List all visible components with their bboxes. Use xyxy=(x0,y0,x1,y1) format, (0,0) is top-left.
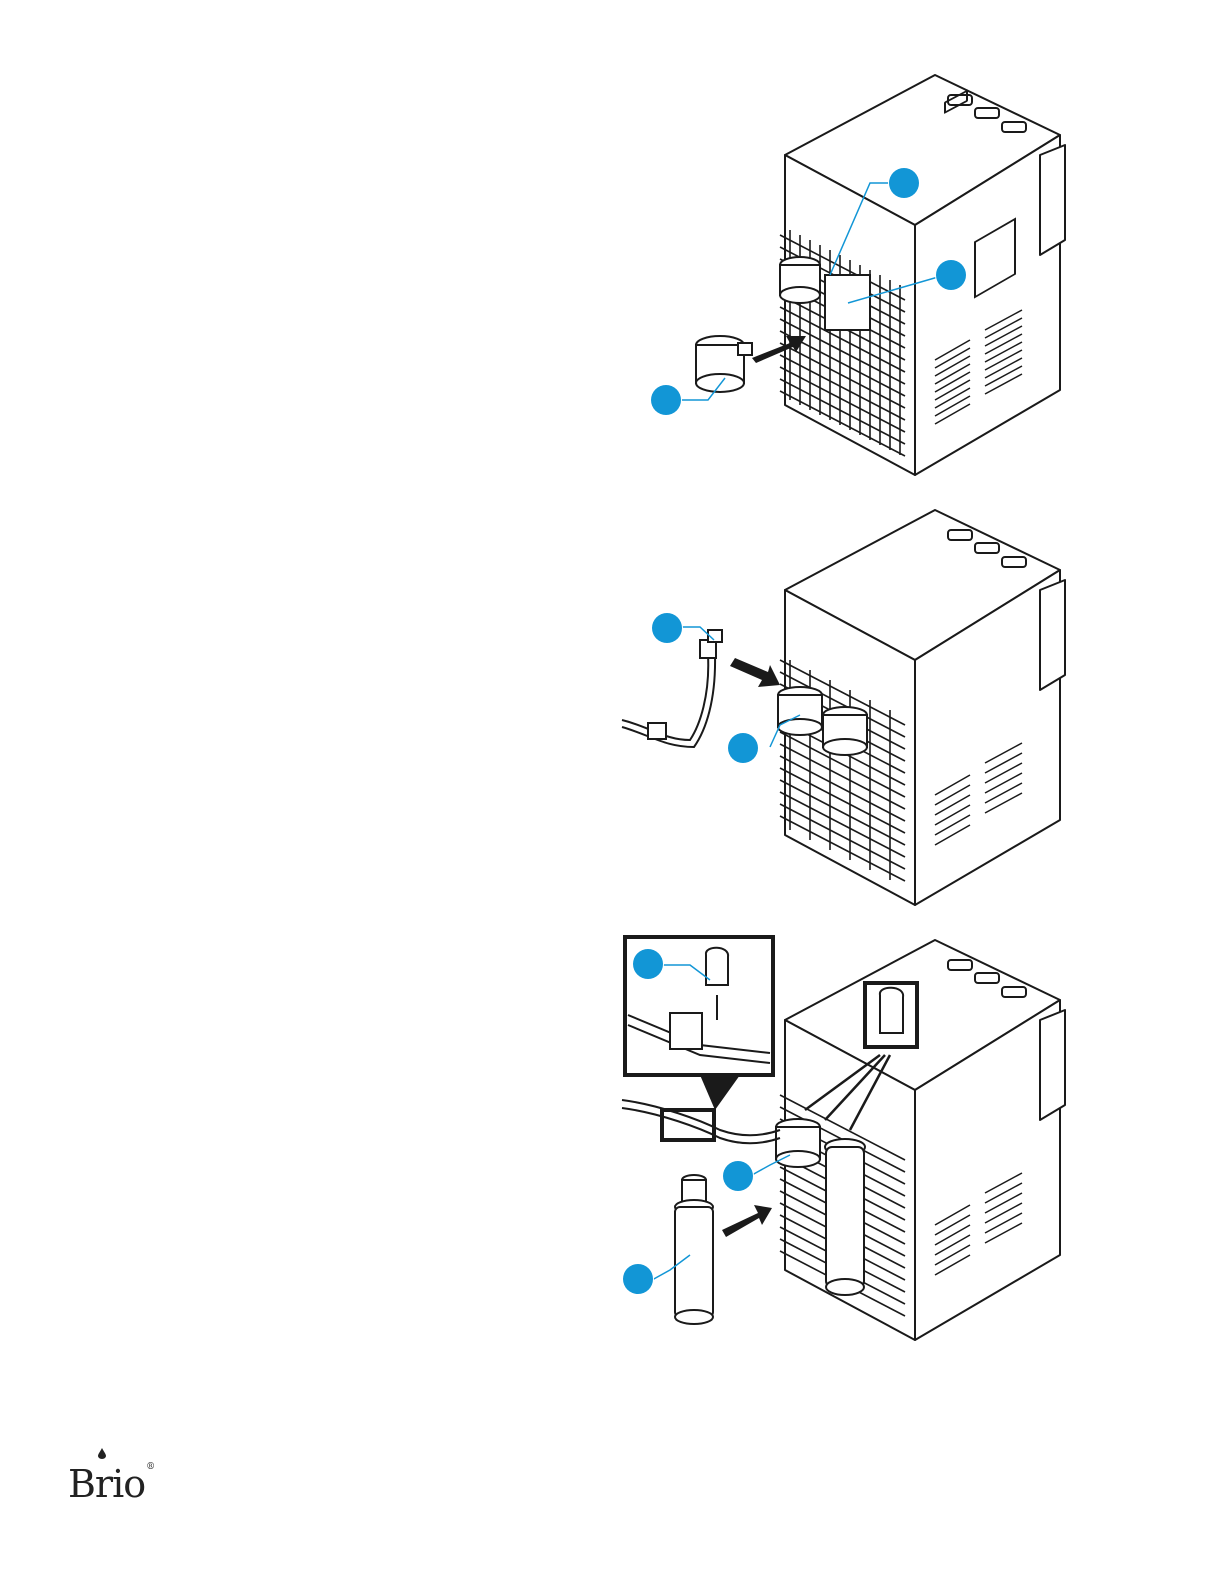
replacement-filter xyxy=(675,1175,713,1324)
callout-marker xyxy=(633,949,663,979)
callout-marker xyxy=(889,168,919,198)
figure-install-second-filter xyxy=(0,925,1224,1355)
dispenser-illustration-3 xyxy=(0,925,1224,1355)
callout-marker xyxy=(623,1264,653,1294)
dispenser-illustration-2 xyxy=(0,495,1224,920)
callout-marker xyxy=(651,385,681,415)
brio-logo: Brio® xyxy=(68,1462,154,1506)
filter-head-part xyxy=(696,336,752,392)
figure-connect-water-line xyxy=(0,495,1224,920)
filter-bracket xyxy=(825,275,870,330)
figure-install-first-filter xyxy=(0,60,1224,490)
registered-mark: ® xyxy=(146,1462,154,1472)
callout-marker xyxy=(723,1161,753,1191)
callout-marker xyxy=(936,260,966,290)
water-drop-icon xyxy=(98,1448,106,1459)
logo-text: Brio xyxy=(68,1462,145,1506)
callout-marker xyxy=(652,613,682,643)
callout-marker xyxy=(728,733,758,763)
dispenser-illustration-1 xyxy=(0,60,1224,490)
